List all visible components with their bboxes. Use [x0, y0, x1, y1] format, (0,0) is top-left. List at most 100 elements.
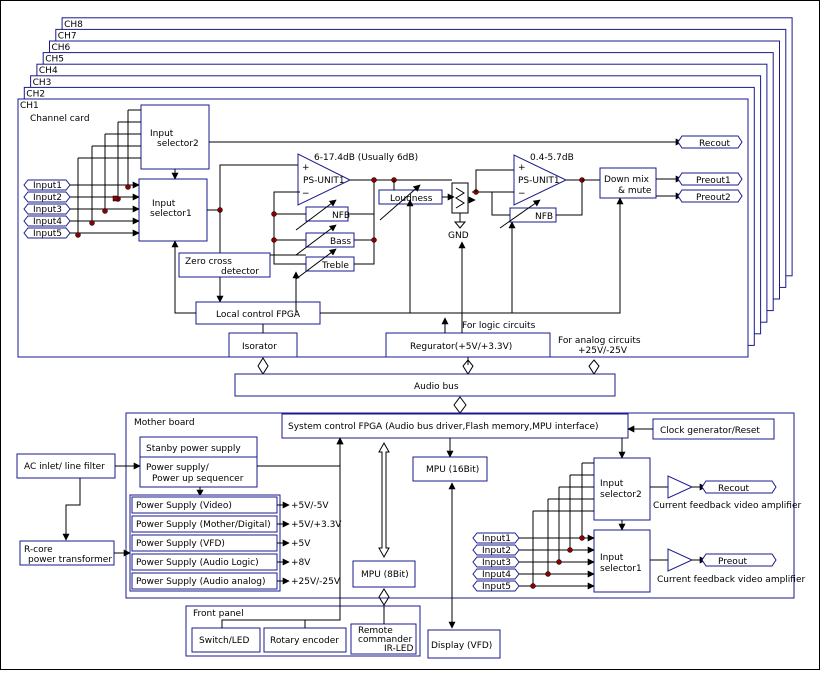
psu-voltage-2: +5V/+3.3V [291, 520, 342, 530]
rcore-box [19, 540, 115, 566]
card-input-label-2: Input2 [33, 193, 62, 203]
isorator-box [228, 332, 298, 358]
mb-input-bus [532, 462, 594, 586]
gain-a-label: 6-17.4dB (Usually 6dB) [314, 153, 418, 163]
mb-preout-label: Preout [718, 557, 748, 567]
mpu16-label: MPU (16Bit) [426, 465, 479, 475]
loudness-label: Loudness [390, 194, 433, 204]
mb-junctions [530, 535, 585, 589]
psu-item-3: Power Supply (VFD)+5V [131, 534, 311, 552]
tone-network [220, 179, 452, 265]
cfva2-label: Current feedback video amplifier [657, 575, 806, 585]
analog-v-label: +25V/-25V [578, 346, 628, 356]
audio-bus-label: Audio bus [414, 382, 459, 392]
mother-board: Mother board System control FPGA (Audio … [16, 412, 806, 606]
nfb-b-label: NFB [535, 212, 553, 222]
treble-label: Treble [321, 261, 349, 271]
mb-input-selector2 [593, 457, 651, 521]
sys-fpga-box [281, 413, 629, 439]
mb-input-label-5: Input5 [482, 582, 511, 592]
switch-led-label: Switch/LED [199, 636, 249, 646]
card-input-label-5: Input5 [33, 229, 62, 239]
cfva1-label: Current feedback video amplifier [653, 501, 802, 511]
clock-label: Clock generator/Reset [660, 426, 760, 436]
psu-label-1: Power Supply (Video) [136, 501, 232, 511]
rotary-label: Rotary encoder [270, 636, 339, 646]
fpga-mpu8-arrow [378, 441, 390, 559]
switch-led-box [191, 627, 261, 653]
downmix-box [599, 167, 657, 199]
ps-a-label: PS-UNIT1 [303, 176, 345, 186]
card-input-5: Input5 [23, 227, 140, 239]
gain-b-label: 0.4-5.7dB [530, 153, 574, 163]
ps-b-minus: − [518, 189, 526, 199]
psu-seq-label: Power supply/Power up sequencer [146, 463, 244, 484]
psu-label-4: Power Supply (Audio Logic) [136, 558, 259, 568]
nfb-a-label: NFB [332, 211, 350, 221]
local-fpga-label: Local control FPGA [216, 310, 301, 320]
mb-preout-tag [701, 553, 777, 567]
is1-line2: selector1 [150, 209, 192, 219]
channel-label-ch6: CH6 [52, 43, 71, 53]
psu-voltage-4: +8V [291, 558, 311, 568]
channel-label-ch8: CH8 [64, 20, 83, 30]
regurator-label: Regurator(+5V/+3.3V) [410, 342, 512, 352]
psu-label-3: Power Supply (VFD) [136, 539, 225, 549]
psu-item-5: Power Supply (Audio analog)+25V/-25V [131, 572, 341, 590]
remote-box [350, 623, 417, 655]
mb-recout-label: Recout [718, 484, 750, 494]
channel-label-ch1: CH1 [20, 101, 39, 111]
recout-label: Recout [699, 139, 731, 149]
psu-item-1: Power Supply (Video)+5V/-5V [131, 496, 329, 514]
downmix-label: Down mix& mute [604, 175, 652, 196]
ps-a-plus: + [302, 163, 310, 173]
bass-label: Bass [330, 237, 351, 247]
mpu8-label: MPU (8Bit) [361, 570, 409, 580]
mpu16-box [412, 456, 488, 482]
regurator-box [385, 332, 551, 358]
audio-bus-box [234, 373, 616, 397]
standby-label: Stanby power supply [146, 444, 241, 454]
isorator-label: Isorator [242, 342, 277, 352]
is2-line1: Input [150, 129, 174, 139]
ps-unit-a [297, 153, 352, 206]
mb-input-label-2: Input2 [482, 546, 511, 556]
channel-label-ch7: CH7 [58, 31, 77, 41]
preout1-label: Preout1 [696, 176, 731, 186]
mother-board-title: Mother board [134, 418, 195, 428]
channel-label-ch2: CH2 [26, 89, 45, 99]
ps-unit-b [513, 154, 568, 206]
ps-b-plus: + [518, 163, 526, 173]
for-analog-label: For analog circuits [558, 336, 641, 346]
psu-item-4: Power Supply (Audio Logic) +8V [131, 553, 311, 571]
mb-input-4: Input4 [472, 568, 595, 580]
display-label: Display (VFD) [431, 641, 492, 651]
video-amp-pre [667, 548, 694, 572]
psu-item-2: Power Supply (Mother/Digital) +5V/+3.3V [131, 515, 342, 533]
mb-recout-tag [701, 480, 777, 494]
psu-label-2: Power Supply (Mother/Digital) [136, 520, 271, 530]
ps-b-label: PS-UNIT1 [518, 176, 560, 186]
display-box [427, 629, 501, 659]
card-input-bus [77, 109, 141, 235]
recout-tag [677, 135, 743, 149]
channel-label-ch4: CH4 [39, 66, 58, 76]
card-junctions [75, 184, 131, 238]
ps-a-minus: − [302, 189, 310, 199]
channel-label-ch5: CH5 [45, 55, 64, 65]
channel-label-ch3: CH3 [33, 78, 52, 88]
card-input-4: Input4 [23, 215, 140, 227]
psu-voltage-5: +25V/-25V [291, 577, 341, 587]
mb-input-label-1: Input1 [482, 534, 511, 544]
